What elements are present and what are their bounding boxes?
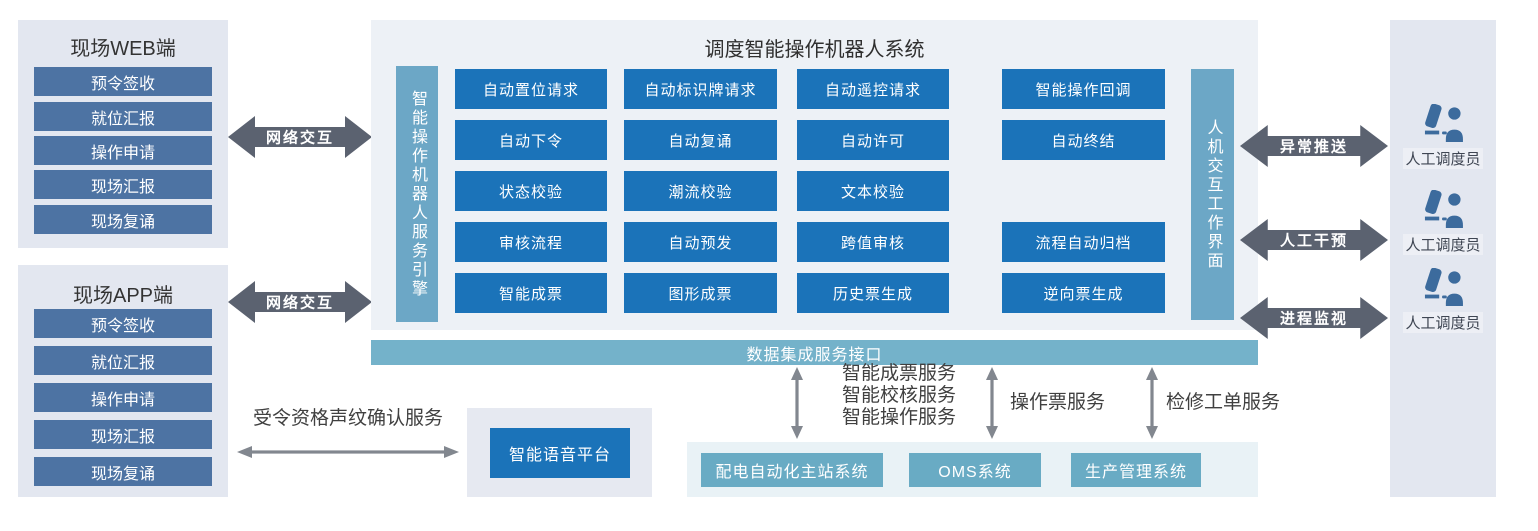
network-arrow-web: 网络交互	[228, 113, 372, 161]
horizontal-double-arrow-icon	[237, 446, 459, 458]
process-monitor-arrow: 进程监视	[1240, 294, 1388, 342]
main-system-panel: 调度智能操作机器人系统 智能操作机器人服务引擎 自动置位请求 自动标识牌请求 自…	[371, 20, 1258, 330]
dispatcher-group-2: 人工调度员	[1390, 190, 1496, 255]
network-arrow-web-label: 网络交互	[265, 129, 334, 147]
double-arrow-icon	[1240, 219, 1388, 261]
function-box-auto-tag-request: 自动标识牌请求	[624, 69, 777, 109]
web-item-apply: 操作申请	[34, 136, 212, 165]
service-engine-label: 智能操作机器人服务引擎	[409, 89, 426, 299]
manual-intervention-label: 人工干预	[1279, 232, 1348, 250]
manual-intervention-arrow: 人工干预	[1240, 216, 1388, 264]
system-box-production: 生产管理系统	[1071, 453, 1201, 487]
service-engine-bar: 智能操作机器人服务引擎	[396, 66, 438, 322]
function-box-status-check: 状态校验	[455, 171, 607, 211]
web-client-panel: 现场WEB端 预令签收 就位汇报 操作申请 现场汇报 现场复诵	[18, 20, 228, 248]
person-at-desk-icon	[1424, 190, 1463, 228]
function-box-history-ticket: 历史票生成	[797, 273, 949, 313]
dispatcher-group-1: 人工调度员	[1390, 104, 1496, 169]
process-monitor-label: 进程监视	[1279, 310, 1348, 328]
dispatcher-panel: 人工调度员 人工调度员	[1390, 20, 1496, 497]
main-system-title: 调度智能操作机器人系统	[704, 39, 925, 61]
function-box-graphic-ticket: 图形成票	[624, 273, 777, 313]
function-box-auto-permit: 自动许可	[797, 120, 949, 160]
exception-push-label: 异常推送	[1279, 138, 1348, 156]
voice-confirm-service-label: 受令资格声纹确认服务	[252, 408, 443, 429]
double-arrow-icon	[1240, 125, 1388, 167]
dispatcher-label: 人工调度员	[1403, 234, 1483, 255]
voice-platform-box: 智能语音平台	[490, 428, 630, 478]
vertical-double-arrow-icon	[791, 367, 803, 439]
double-arrow-icon	[228, 281, 372, 323]
function-box-auto-preissue: 自动预发	[624, 222, 777, 262]
function-box-review-flow: 审核流程	[455, 222, 607, 262]
network-arrow-app-label: 网络交互	[265, 294, 334, 312]
system-box-oms: OMS系统	[909, 453, 1041, 487]
hmi-bar: 人机交互工作界面	[1191, 69, 1234, 320]
function-box-reverse-ticket: 逆向票生成	[1002, 273, 1165, 313]
ticket-services-label: 智能成票服务 智能校核服务 智能操作服务	[842, 363, 956, 429]
network-arrow-app: 网络交互	[228, 278, 372, 326]
web-panel-title: 现场WEB端	[70, 38, 176, 60]
function-box-auto-archive: 流程自动归档	[1002, 222, 1165, 262]
service-line-1: 智能成票服务	[842, 363, 957, 384]
double-arrow-icon	[1240, 297, 1388, 339]
function-box-smart-op-callback: 智能操作回调	[1002, 69, 1165, 109]
function-box-auto-repeat: 自动复诵	[624, 120, 777, 160]
operation-ticket-service-label: 操作票服务	[1010, 392, 1106, 413]
function-box-smart-ticket: 智能成票	[455, 273, 607, 313]
voice-platform-panel: 智能语音平台	[467, 408, 652, 497]
person-at-desk-icon	[1424, 104, 1463, 142]
function-box-auto-set-request: 自动置位请求	[455, 69, 607, 109]
dispatcher-group-3: 人工调度员	[1390, 268, 1496, 333]
hmi-bar-label: 人机交互工作界面	[1204, 118, 1222, 271]
data-integration-label: 数据集成服务接口	[746, 346, 883, 364]
data-integration-bar: 数据集成服务接口	[371, 340, 1258, 365]
maintenance-order-service-label: 检修工单服务	[1166, 392, 1281, 413]
system-box-distribution: 配电自动化主站系统	[701, 453, 883, 487]
app-panel-title: 现场APP端	[72, 285, 174, 307]
dispatcher-label: 人工调度员	[1403, 312, 1483, 333]
app-item-ready: 就位汇报	[34, 346, 212, 375]
person-at-desk-icon	[1424, 268, 1463, 306]
double-arrow-icon	[228, 116, 372, 158]
function-box-text-check: 文本校验	[797, 171, 949, 211]
app-item-apply: 操作申请	[34, 383, 212, 412]
exception-push-arrow: 异常推送	[1240, 122, 1388, 170]
function-box-cross-review: 跨值审核	[797, 222, 949, 262]
vertical-double-arrow-icon	[1146, 367, 1158, 439]
function-box-auto-finish: 自动终结	[1002, 120, 1165, 160]
function-box-flow-check: 潮流校验	[624, 171, 777, 211]
service-line-3: 智能操作服务	[842, 407, 957, 428]
app-item-repeat: 现场复诵	[34, 457, 212, 486]
app-item-report: 现场汇报	[34, 420, 212, 449]
web-item-ready: 就位汇报	[34, 102, 212, 131]
dispatcher-label: 人工调度员	[1403, 148, 1483, 169]
function-box-auto-remote-request: 自动遥控请求	[797, 69, 949, 109]
vertical-double-arrow-icon	[986, 367, 998, 439]
app-client-panel: 现场APP端 预令签收 就位汇报 操作申请 现场汇报 现场复诵	[18, 265, 228, 497]
app-item-sign: 预令签收	[34, 309, 212, 338]
web-item-report: 现场汇报	[34, 170, 212, 199]
web-item-sign: 预令签收	[34, 67, 212, 96]
web-item-repeat: 现场复诵	[34, 205, 212, 234]
external-systems-panel: 配电自动化主站系统 OMS系统 生产管理系统	[687, 442, 1258, 497]
function-box-auto-order: 自动下令	[455, 120, 607, 160]
service-line-2: 智能校核服务	[842, 385, 957, 406]
